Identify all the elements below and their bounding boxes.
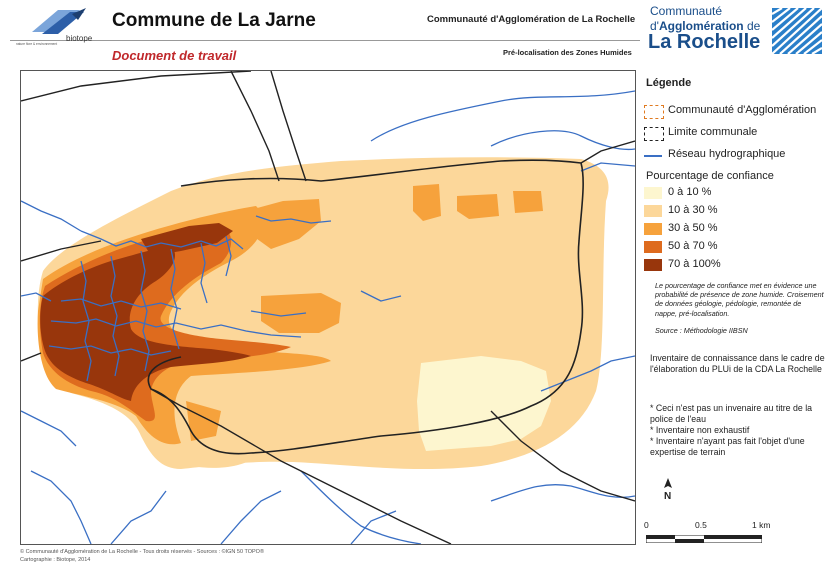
zone-30-50-ne — [413, 184, 441, 221]
map-canvas[interactable] — [21, 71, 635, 544]
document-subtitle: Document de travail — [112, 48, 237, 63]
swatch-icon — [644, 259, 662, 271]
header-divider — [10, 40, 640, 41]
biotope-wordmark: biotope — [66, 34, 93, 43]
agglomeration-label: Communauté d'Agglomération de La Rochell… — [427, 14, 636, 25]
inventory-note: Inventaire de connaissance dans le cadre… — [650, 353, 825, 374]
commune-boundary — [147, 159, 584, 455]
scale-label-end: 1 km — [752, 520, 771, 530]
cda-logo-line2: d'Agglomération de — [650, 19, 761, 33]
footer-copyright: © Communauté d'Agglomération de La Roche… — [20, 549, 265, 555]
cda-logo-line1: Communauté — [650, 4, 723, 18]
confidence-note: Le pourcentage de confiance met en évide… — [655, 281, 824, 318]
dashed-rect-orange-icon — [644, 105, 664, 119]
footer-credit: Cartographie : Biotope, 2014 — [20, 557, 91, 563]
swatch-icon — [644, 187, 662, 199]
biotope-tagline: nature flore & environnement — [16, 42, 57, 46]
biotope-logo: biotope nature flore & environnement — [16, 8, 93, 46]
map-panel[interactable] — [20, 70, 636, 545]
north-label: N — [664, 491, 671, 500]
cda-logo-line3: La Rochelle — [648, 31, 761, 53]
dashed-rect-black-icon — [644, 127, 664, 141]
north-arrow-icon: N — [664, 478, 672, 500]
cda-logo-emblem — [772, 8, 822, 54]
swatch-icon — [644, 223, 662, 235]
page-title: Commune de La Jarne — [112, 10, 316, 31]
scale-label-0: 0 — [644, 520, 649, 530]
scale-bar — [646, 535, 762, 543]
study-label: Pré-localisation des Zones Humides — [503, 48, 632, 57]
zone-70-100 — [40, 246, 251, 401]
road-lines — [21, 71, 635, 544]
zone-30-50-ne3 — [513, 191, 543, 213]
zone-70-100-n — [141, 223, 233, 256]
zone-30-50-north — [246, 199, 321, 249]
confidence-title: Pourcentage de confiance — [646, 170, 774, 182]
zone-30-50-ne2 — [457, 194, 499, 219]
legend-title: Légende — [646, 77, 692, 89]
blue-line-icon — [644, 155, 662, 157]
swatch-icon — [644, 241, 662, 253]
zone-30-50-s — [186, 401, 221, 441]
source-note: Source : Méthodologie IIBSN — [655, 326, 748, 335]
swatch-icon — [644, 205, 662, 217]
scale-label-mid: 0.5 — [695, 520, 707, 530]
disclaimer-notes: * Ceci n'est pas un invenaire au titre d… — [650, 403, 813, 457]
hydro-network — [21, 90, 635, 544]
